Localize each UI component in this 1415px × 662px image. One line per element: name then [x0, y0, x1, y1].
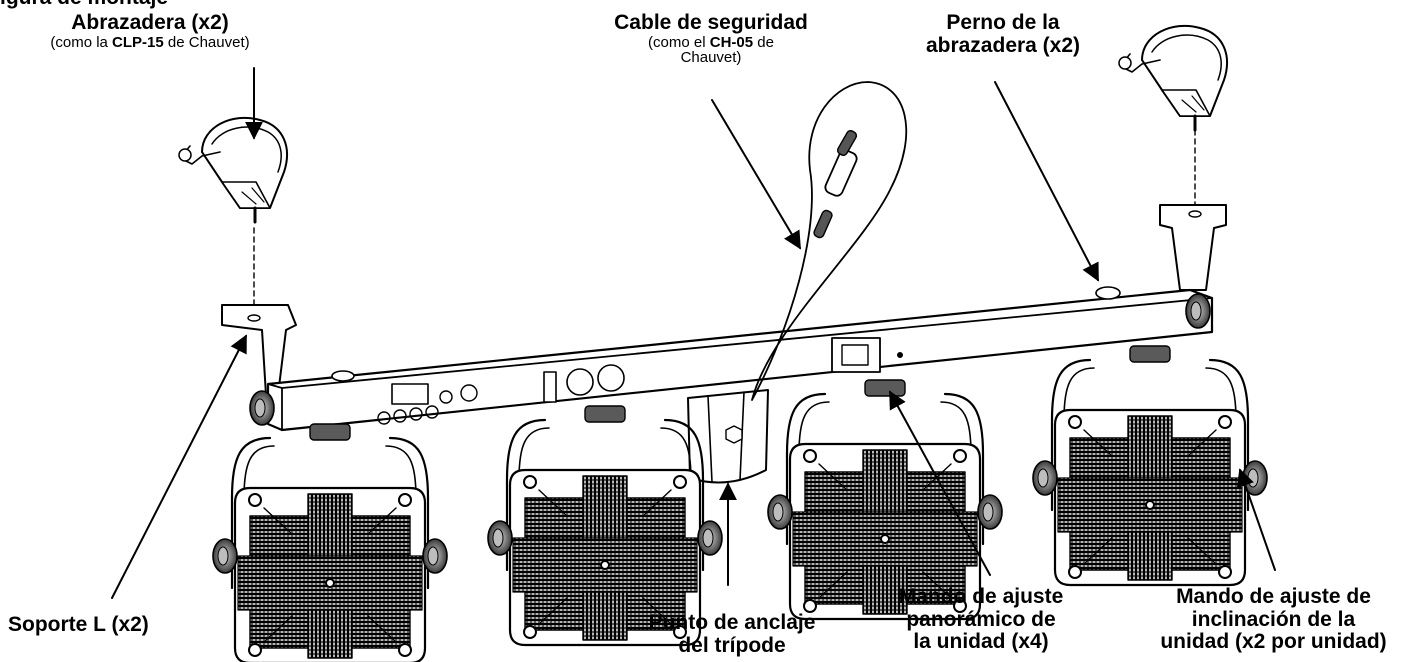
label-pan-line2: panorámico de	[906, 607, 1056, 631]
label-clamp-title: Abrazadera (x2)	[71, 11, 229, 34]
label-tripod-line2: del trípode	[678, 633, 786, 657]
label-safety-cable-subtitle-line2: Chauvet)	[680, 49, 742, 67]
label-l-bracket: Soporte L (x2)	[0, 613, 228, 637]
label-clamp-bolt-line2: abrazadera (x2)	[925, 33, 1081, 57]
label-tripod-anchor: Punto de anclaje del trípode	[612, 611, 852, 657]
label-tilt-line3: unidad (x2 por unidad)	[1160, 630, 1387, 654]
label-pan-line3: la unidad (x4)	[913, 630, 1049, 654]
label-safety-cable-subtitle: (como el CH-05 de	[648, 33, 774, 51]
label-clamp-subtitle: (como la CLP-15 de Chauvet)	[50, 33, 250, 51]
label-tilt-knob: Mando de ajuste de inclinación de la uni…	[1132, 585, 1415, 654]
label-clamp: Abrazadera (x2) (como la CLP-15 de Chauv…	[0, 11, 300, 51]
label-pan-knob: Mando de ajuste panorámico de la unidad …	[858, 585, 1104, 654]
label-clamp-bolt: Perno de la abrazadera (x2)	[888, 11, 1118, 57]
label-pan-line1: Mando de ajuste	[898, 585, 1064, 608]
label-tripod-line1: Punto de anclaje	[648, 611, 816, 634]
label-l-bracket-title: Soporte L (x2)	[8, 613, 149, 636]
label-clamp-bolt-line1: Perno de la	[946, 11, 1060, 34]
label-safety-cable-title: Cable de seguridad	[614, 11, 808, 34]
figure-header-fragment: igura de montaje	[0, 0, 168, 8]
label-safety-cable: Cable de seguridad (como el CH-05 de Cha…	[560, 11, 862, 67]
label-tilt-line2: inclinación de la	[1191, 607, 1356, 631]
label-tilt-line1: Mando de ajuste de	[1176, 585, 1371, 608]
